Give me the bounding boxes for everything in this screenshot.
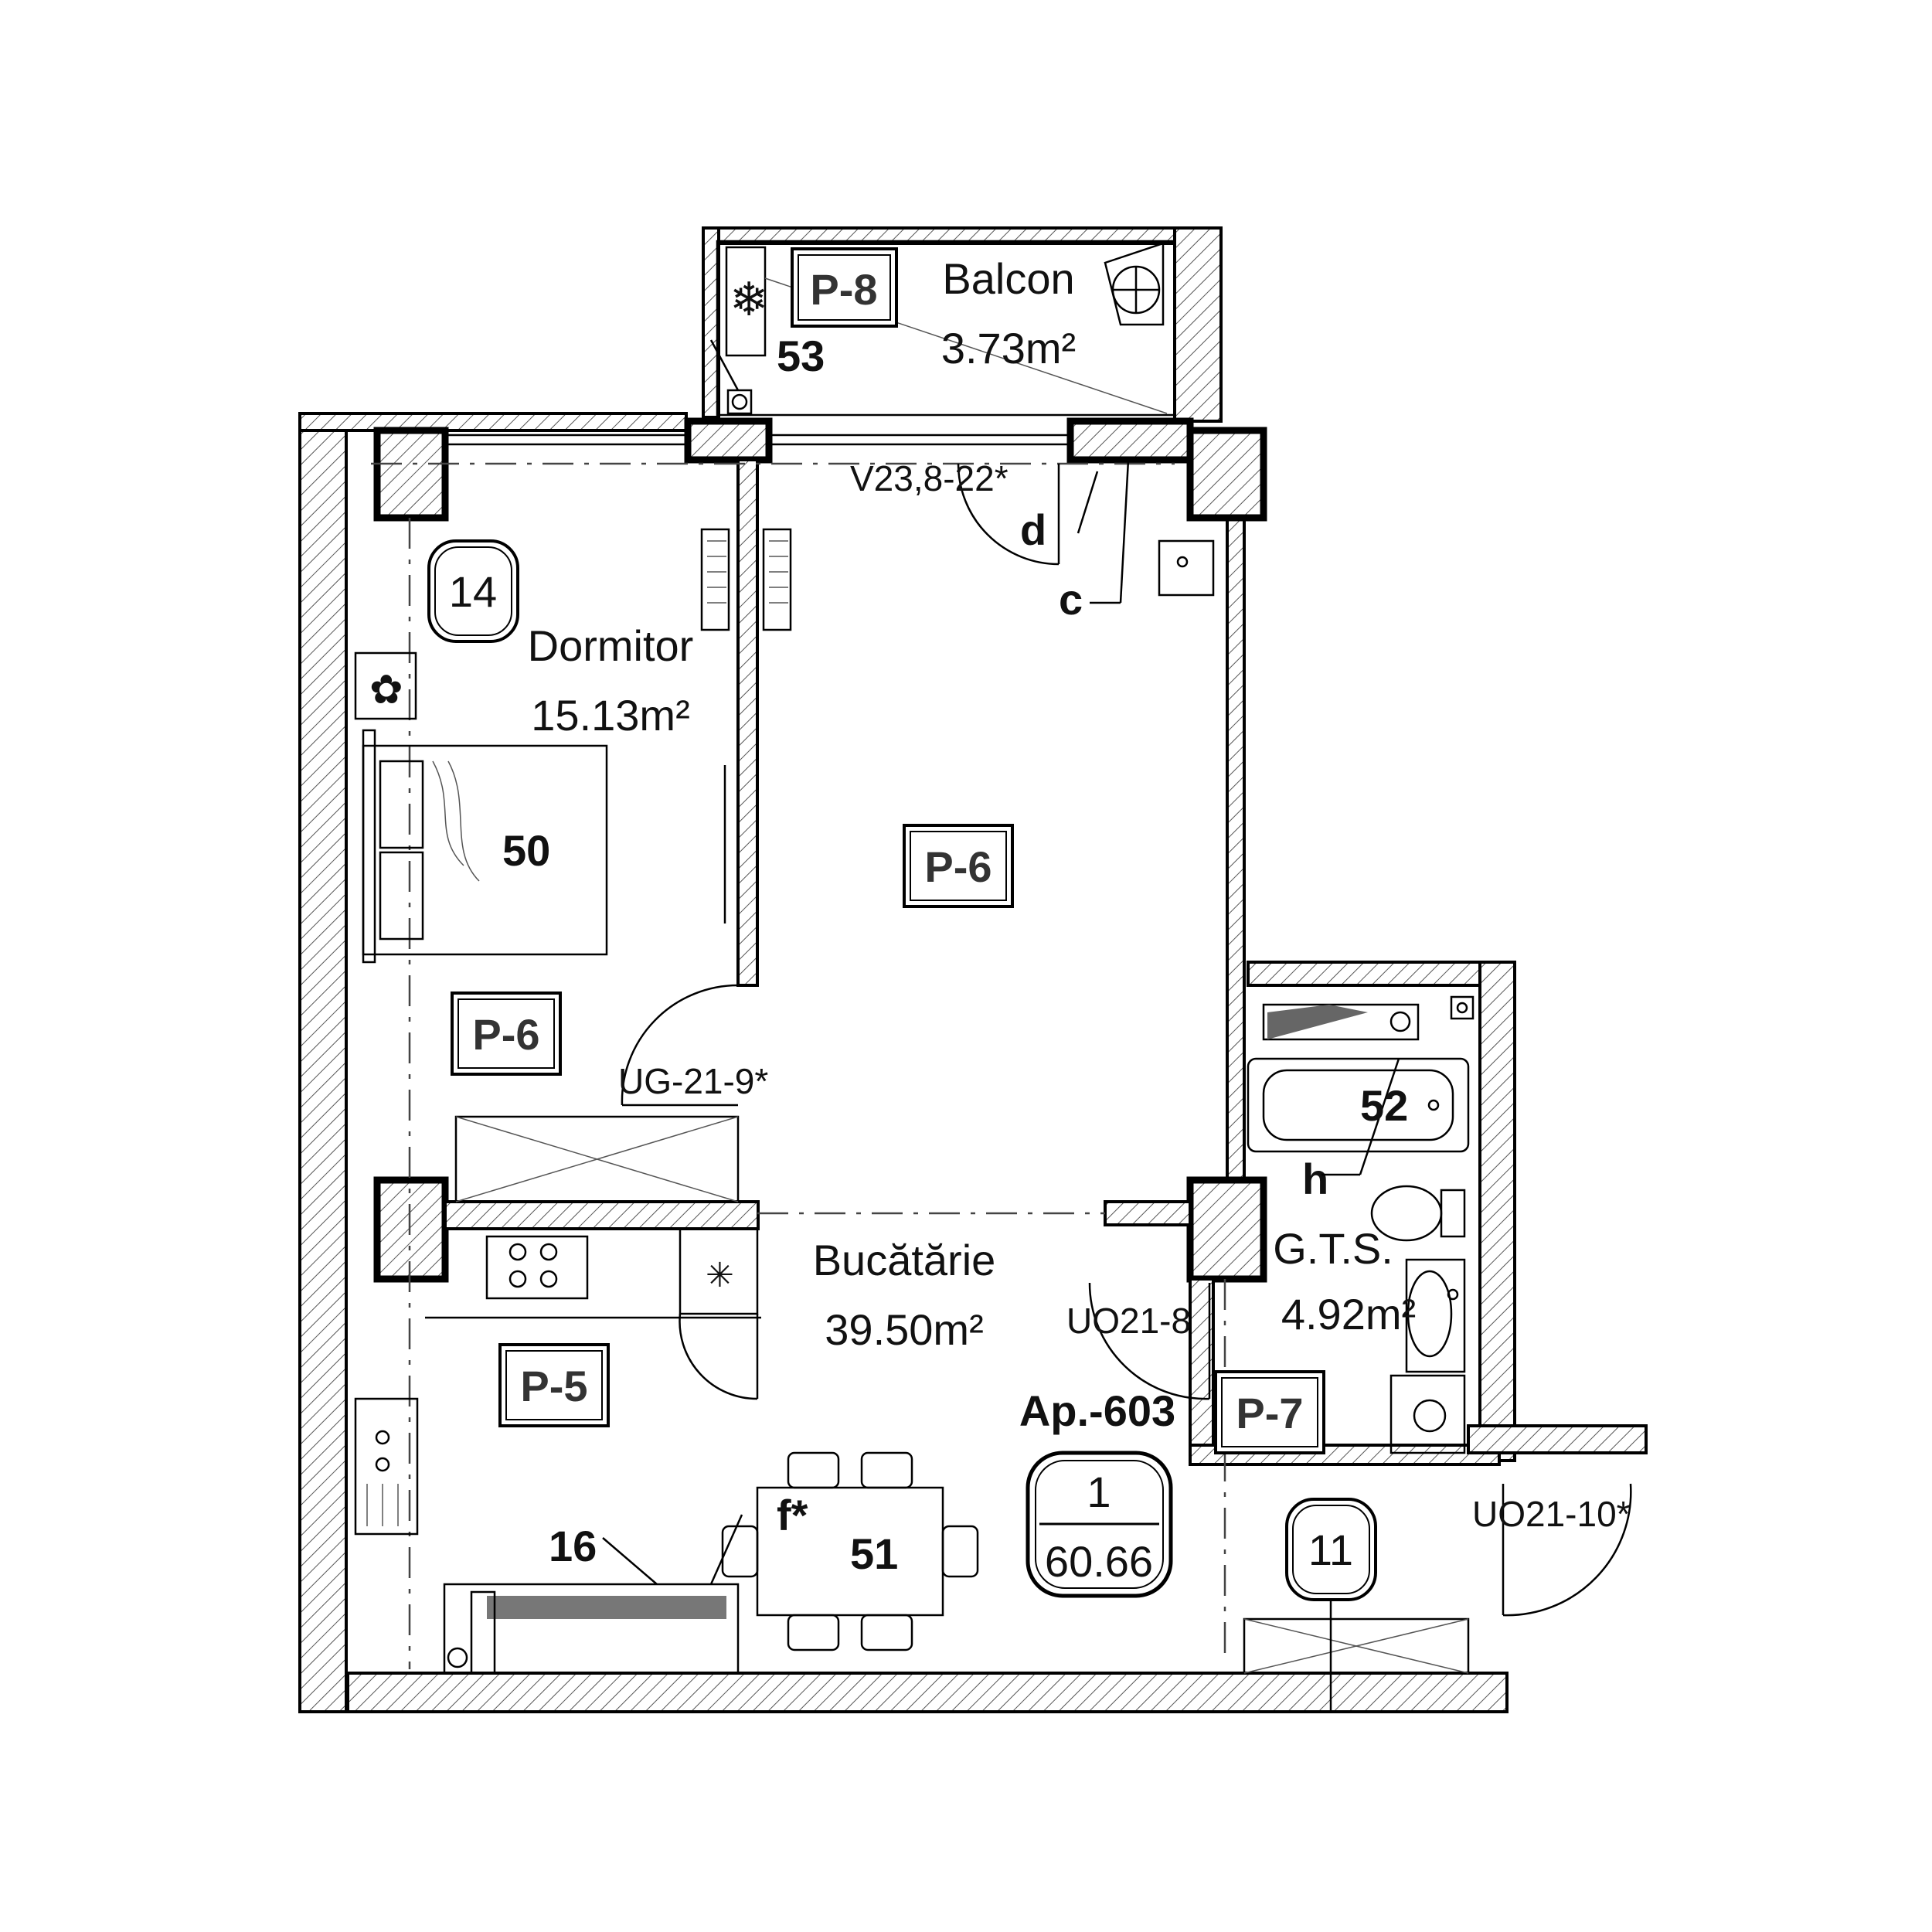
living-right-stub [1104, 1200, 1192, 1226]
washbasin [1405, 1258, 1466, 1373]
room-area-balcon: 3.73m² [941, 324, 1076, 372]
column-balcony-right [1066, 417, 1194, 464]
svg-text:P-7: P-7 [1236, 1389, 1303, 1437]
marker-f: f* [777, 1491, 808, 1539]
column-mid-left [373, 1176, 449, 1283]
bed [362, 729, 608, 964]
column-top-right [1186, 427, 1267, 522]
balcony-drain-icon [1104, 242, 1165, 326]
svg-text:14: 14 [449, 567, 497, 616]
door-label-entry: UO21-10* [1472, 1494, 1631, 1534]
bedroom-door-swing [621, 984, 739, 1107]
wardrobe [454, 1115, 740, 1203]
marker-d: d [1020, 505, 1046, 554]
column-mid-right [1186, 1176, 1267, 1283]
balcony-inner [716, 240, 1176, 417]
walls [298, 226, 1516, 1713]
room-name-bucatarie: Bucătărie [813, 1236, 996, 1284]
marker-c: c [1059, 575, 1083, 624]
item-number-bath: 52 [1360, 1081, 1408, 1130]
balcony-ac-unit: ❄ [709, 246, 768, 415]
column-balcony-left [684, 417, 773, 464]
item-number-table: 51 [850, 1529, 898, 1578]
wall-bubble-left: 14 [427, 539, 519, 643]
bathtub [1247, 1057, 1470, 1175]
bath-boiler [1262, 995, 1475, 1041]
finish-tag-living: P-6 [903, 824, 1014, 908]
balcony-door-swing [957, 463, 1060, 566]
svg-text:✿: ✿ [369, 668, 403, 713]
entry-wall [1467, 1424, 1648, 1454]
entry-cabinet [1243, 1617, 1470, 1675]
fridge: ✳ [679, 1227, 759, 1400]
item-number-balcony-unit: 53 [777, 332, 825, 380]
apartment-summary-badge: 1 60.66 [1026, 1451, 1173, 1598]
radiator-kitchen [443, 1514, 743, 1675]
room-area-gts: 4.92m² [1281, 1290, 1416, 1338]
door-label-bath: UO21-8 [1066, 1301, 1191, 1341]
svg-text:11: 11 [1308, 1526, 1353, 1574]
apartment-code: Ap.-603 [1019, 1386, 1175, 1435]
bedside-plant: ✿ [354, 651, 417, 720]
kitchen-counter [425, 1235, 761, 1319]
bottom-wall [346, 1672, 1509, 1713]
sink [354, 1397, 419, 1536]
room-name-balcon: Balcon [942, 254, 1074, 303]
bedroom-kitchen-wall [444, 1200, 760, 1230]
bedroom-living-wall [736, 458, 759, 987]
marker-c-leader-2 [1119, 459, 1130, 604]
columns [373, 417, 1267, 1283]
room-name-dormitor: Dormitor [528, 621, 694, 670]
wall-bubble-right: 11 [1285, 1498, 1377, 1712]
door-label-bedroom: UG-21-9* [618, 1061, 768, 1101]
column-top-left [373, 427, 449, 522]
apartment-total-area: 60.66 [1045, 1537, 1153, 1586]
svg-text:P-8: P-8 [810, 265, 877, 314]
balcony-door-d-pointer [1077, 471, 1099, 534]
washing-machine [1389, 1374, 1466, 1454]
svg-text:P-5: P-5 [520, 1362, 587, 1410]
bath-right-wall [1478, 961, 1516, 1462]
vent-shaft [1158, 539, 1215, 597]
item-number-bed: 50 [502, 826, 550, 875]
bath-door-swing [1088, 1282, 1211, 1400]
balcony-right-wall [1173, 226, 1223, 423]
balcony-left-wall [702, 226, 720, 419]
svg-text:❄: ❄ [730, 274, 768, 325]
svg-text:✳: ✳ [706, 1257, 734, 1294]
right-wall [1226, 505, 1246, 1203]
entry-door-swing [1502, 1483, 1632, 1617]
finish-tag-dormitor: P-6 [451, 992, 562, 1076]
finish-tag-bath: P-7 [1214, 1370, 1325, 1454]
toilet [1370, 1185, 1466, 1242]
top-wall-left [298, 412, 688, 432]
svg-text:P-6: P-6 [924, 842, 992, 891]
room-area-dormitor: 15.13m² [531, 691, 689, 740]
svg-text:P-6: P-6 [472, 1010, 539, 1059]
finish-tag-balcon: P-8 [791, 247, 898, 328]
item-number-radiator: 16 [549, 1522, 597, 1570]
bedroom-window-unit [700, 528, 792, 631]
door-label-balcony-window: V23,8-22* [850, 458, 1009, 498]
marker-h: h [1302, 1155, 1328, 1203]
finish-tag-kitchen: P-5 [498, 1343, 610, 1427]
bath-top-wall [1247, 961, 1516, 987]
left-wall [298, 412, 348, 1713]
room-name-gts: G.T.S. [1273, 1224, 1393, 1273]
dining-table [721, 1451, 979, 1651]
room-area-bucatarie: 39.50m² [825, 1305, 983, 1354]
apartment-rooms-count: 1 [1087, 1468, 1111, 1516]
